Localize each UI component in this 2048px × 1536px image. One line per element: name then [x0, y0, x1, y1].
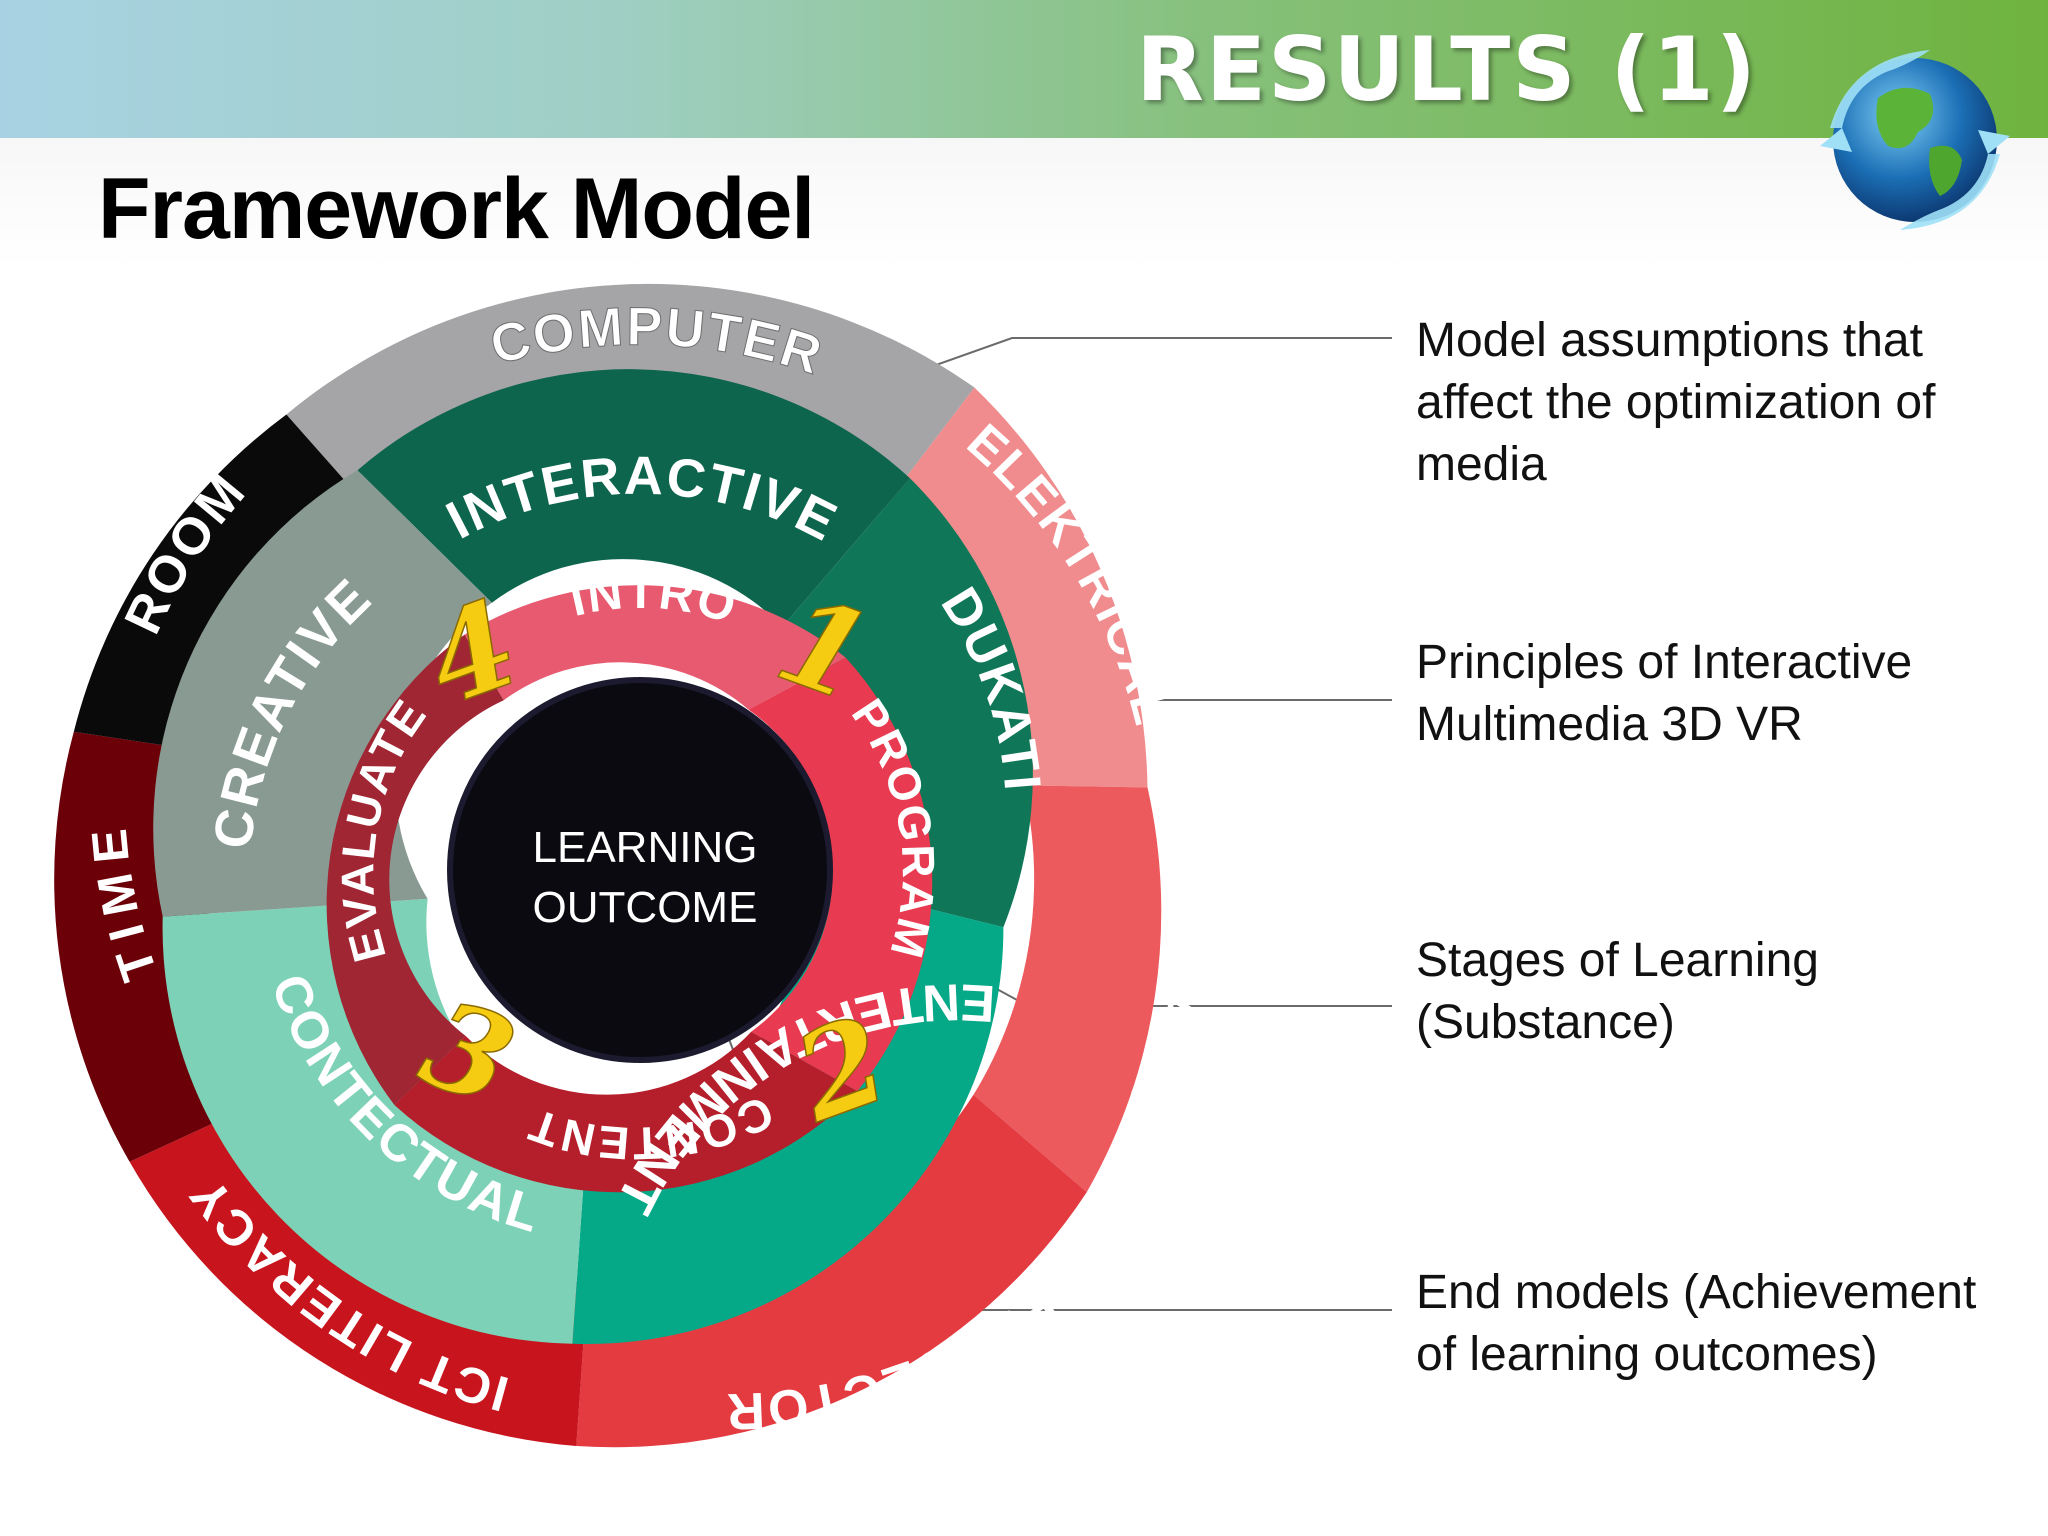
annotation-stages-of-learning: Stages of Learning (Substance) [1416, 934, 1819, 1049]
globe-icon [1820, 50, 2010, 230]
outer-segment-storage [973, 785, 1162, 1193]
page-title: Framework Model [98, 161, 815, 257]
annotation-end-models: End models (Achievement of learning outc… [1416, 1266, 1977, 1381]
annotation-model-assumptions: Model assumptions that affect the optimi… [1416, 314, 1936, 491]
center-label-line2: OUTCOME [533, 883, 758, 932]
outer-segment-elektrical [882, 387, 1148, 788]
results-title: RESULTS (1) [1136, 18, 1758, 121]
inner-segment-intro [464, 585, 846, 710]
header-band [0, 0, 2048, 138]
middle-segment-creative [153, 470, 492, 917]
header-shadow [0, 138, 2048, 268]
outer-segment-room [73, 414, 383, 756]
inner-segment-evaluate [326, 634, 504, 1105]
middle-segment-interactive [357, 369, 910, 627]
inner-segment-program [748, 657, 933, 1092]
outer-segment-projector [576, 1094, 1087, 1448]
inner-ring [326, 585, 933, 1193]
middle-segment-contectual [162, 898, 587, 1344]
center-outcome-circle [447, 677, 833, 1063]
center-label-line1: LEARNING [533, 823, 758, 872]
inner-segment-content [394, 1031, 858, 1193]
annotation-principles: Principles of Interactive Multimedia 3D … [1416, 636, 1913, 751]
